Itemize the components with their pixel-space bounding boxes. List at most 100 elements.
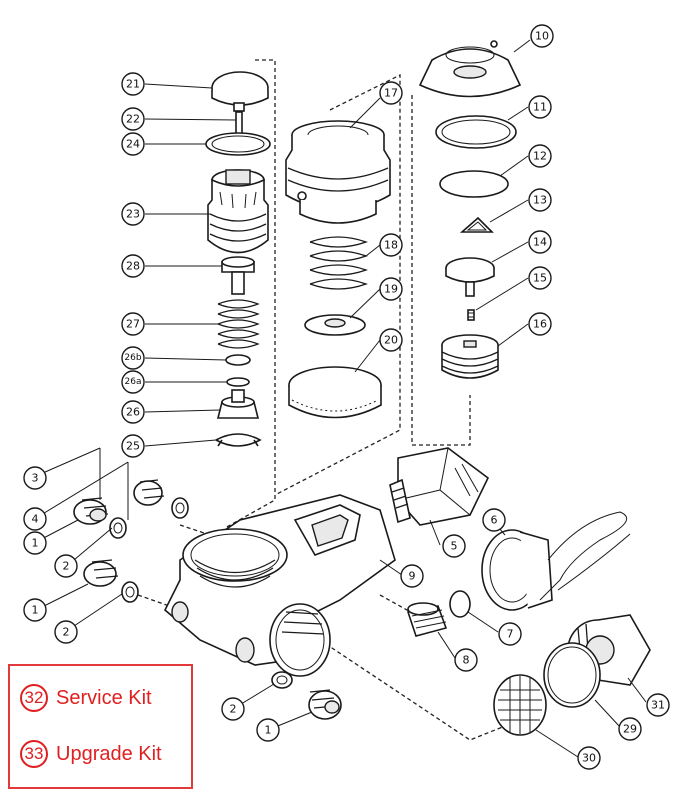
svg-text:30: 30: [582, 752, 596, 765]
leader-lines: [35, 39, 647, 758]
callout-15: 15: [528, 266, 552, 290]
callout-4: 4: [23, 507, 47, 531]
svg-text:23: 23: [126, 208, 140, 221]
part-16-plug: [441, 334, 499, 379]
svg-text:15: 15: [533, 272, 547, 285]
svg-text:24: 24: [126, 138, 140, 151]
callout-11: 11: [528, 95, 552, 119]
part-26-nut: [216, 389, 260, 419]
callout-1-a: 1: [23, 531, 47, 555]
part-15-screw: [467, 309, 475, 321]
svg-text:12: 12: [533, 150, 547, 163]
callout-26a: 26a: [121, 370, 145, 394]
callout-16: 16: [528, 312, 552, 336]
kit-legend-box: 32 Service Kit 33 Upgrade Kit: [8, 664, 193, 789]
callout-30: 30: [577, 746, 601, 770]
svg-text:7: 7: [507, 628, 514, 641]
svg-text:11: 11: [533, 101, 547, 114]
svg-text:2: 2: [63, 560, 70, 573]
part-29-o-ring: [543, 642, 601, 708]
callout-3: 3: [23, 466, 47, 490]
callout-20: 20: [379, 328, 403, 352]
svg-text:18: 18: [384, 239, 398, 252]
callout-12: 12: [528, 144, 552, 168]
callout-25: 25: [121, 434, 145, 458]
part-17-housing: [285, 120, 391, 224]
svg-text:26: 26: [126, 406, 140, 419]
svg-text:26b: 26b: [124, 353, 141, 363]
callout-2-c: 2: [221, 697, 245, 721]
part-13-insert: [459, 216, 494, 233]
svg-text:5: 5: [451, 540, 458, 553]
svg-text:2: 2: [230, 703, 237, 716]
svg-text:13: 13: [533, 194, 547, 207]
part-2-washer-middle: [171, 497, 189, 519]
svg-text:28: 28: [126, 260, 140, 273]
svg-text:21: 21: [126, 78, 140, 91]
callout-6: 6: [482, 508, 506, 532]
kit-label: Upgrade Kit: [56, 742, 162, 765]
callout-19: 19: [379, 277, 403, 301]
callout-29: 29: [618, 717, 642, 741]
part-1-plug-middle: [133, 479, 165, 506]
part-28-fitting: [221, 256, 255, 295]
callout-14: 14: [528, 230, 552, 254]
svg-text:29: 29: [623, 723, 637, 736]
callout-5: 5: [442, 534, 466, 558]
part-11-ring: [435, 115, 517, 149]
svg-text:6: 6: [491, 514, 498, 527]
part-18-spring: [309, 236, 368, 290]
callout-2-b: 2: [54, 620, 78, 644]
svg-text:20: 20: [384, 334, 398, 347]
part-1-plug-bottom: [308, 689, 342, 720]
callout-24: 24: [121, 132, 145, 156]
part-25-circlip: [215, 433, 262, 447]
part-8-filter: [406, 602, 448, 637]
part-2-washer-lower: [121, 581, 139, 603]
part-23-valve-body: [207, 169, 269, 254]
callout-27: 27: [121, 312, 145, 336]
svg-text:22: 22: [126, 113, 140, 126]
svg-text:1: 1: [265, 724, 272, 737]
callout-22: 22: [121, 107, 145, 131]
part-6-dust-cap: [481, 511, 631, 611]
callout-10: 10: [530, 24, 554, 48]
callout-1-b: 1: [23, 598, 47, 622]
part-7-o-ring: [449, 590, 471, 618]
part-21-cap: [211, 71, 269, 112]
svg-text:2: 2: [63, 626, 70, 639]
callout-23: 23: [121, 202, 145, 226]
part-20-diaphragm: [288, 366, 382, 419]
part-2-washer-bottom: [271, 671, 293, 689]
callout-17: 17: [379, 81, 403, 105]
kit-row-service: 32 Service Kit: [20, 684, 152, 712]
part-1-plug-upper: [73, 497, 109, 525]
svg-text:1: 1: [32, 604, 39, 617]
callout-13: 13: [528, 188, 552, 212]
part-2-washer-upper: [109, 517, 127, 539]
svg-text:14: 14: [533, 236, 547, 249]
part-1-plug-lower: [83, 559, 119, 587]
callout-8: 8: [454, 648, 478, 672]
svg-text:31: 31: [651, 699, 665, 712]
svg-text:4: 4: [32, 513, 39, 526]
part-30-filter-screen: [493, 674, 547, 736]
part-9-main-body: [164, 494, 396, 677]
kit-number-badge: 33: [20, 740, 48, 768]
svg-text:27: 27: [126, 318, 140, 331]
part-12-disc: [439, 170, 509, 198]
svg-text:9: 9: [409, 570, 416, 583]
callout-2-a: 2: [54, 554, 78, 578]
svg-text:19: 19: [384, 283, 398, 296]
kit-row-upgrade: 33 Upgrade Kit: [20, 740, 162, 768]
callout-7: 7: [498, 622, 522, 646]
callout-31: 31: [646, 693, 670, 717]
svg-text:25: 25: [126, 440, 140, 453]
svg-text:3: 3: [32, 472, 39, 485]
svg-text:26a: 26a: [125, 377, 142, 387]
kit-label: Service Kit: [56, 686, 152, 709]
callout-28: 28: [121, 254, 145, 278]
part-26a-clip: [226, 377, 250, 387]
svg-text:1: 1: [32, 537, 39, 550]
